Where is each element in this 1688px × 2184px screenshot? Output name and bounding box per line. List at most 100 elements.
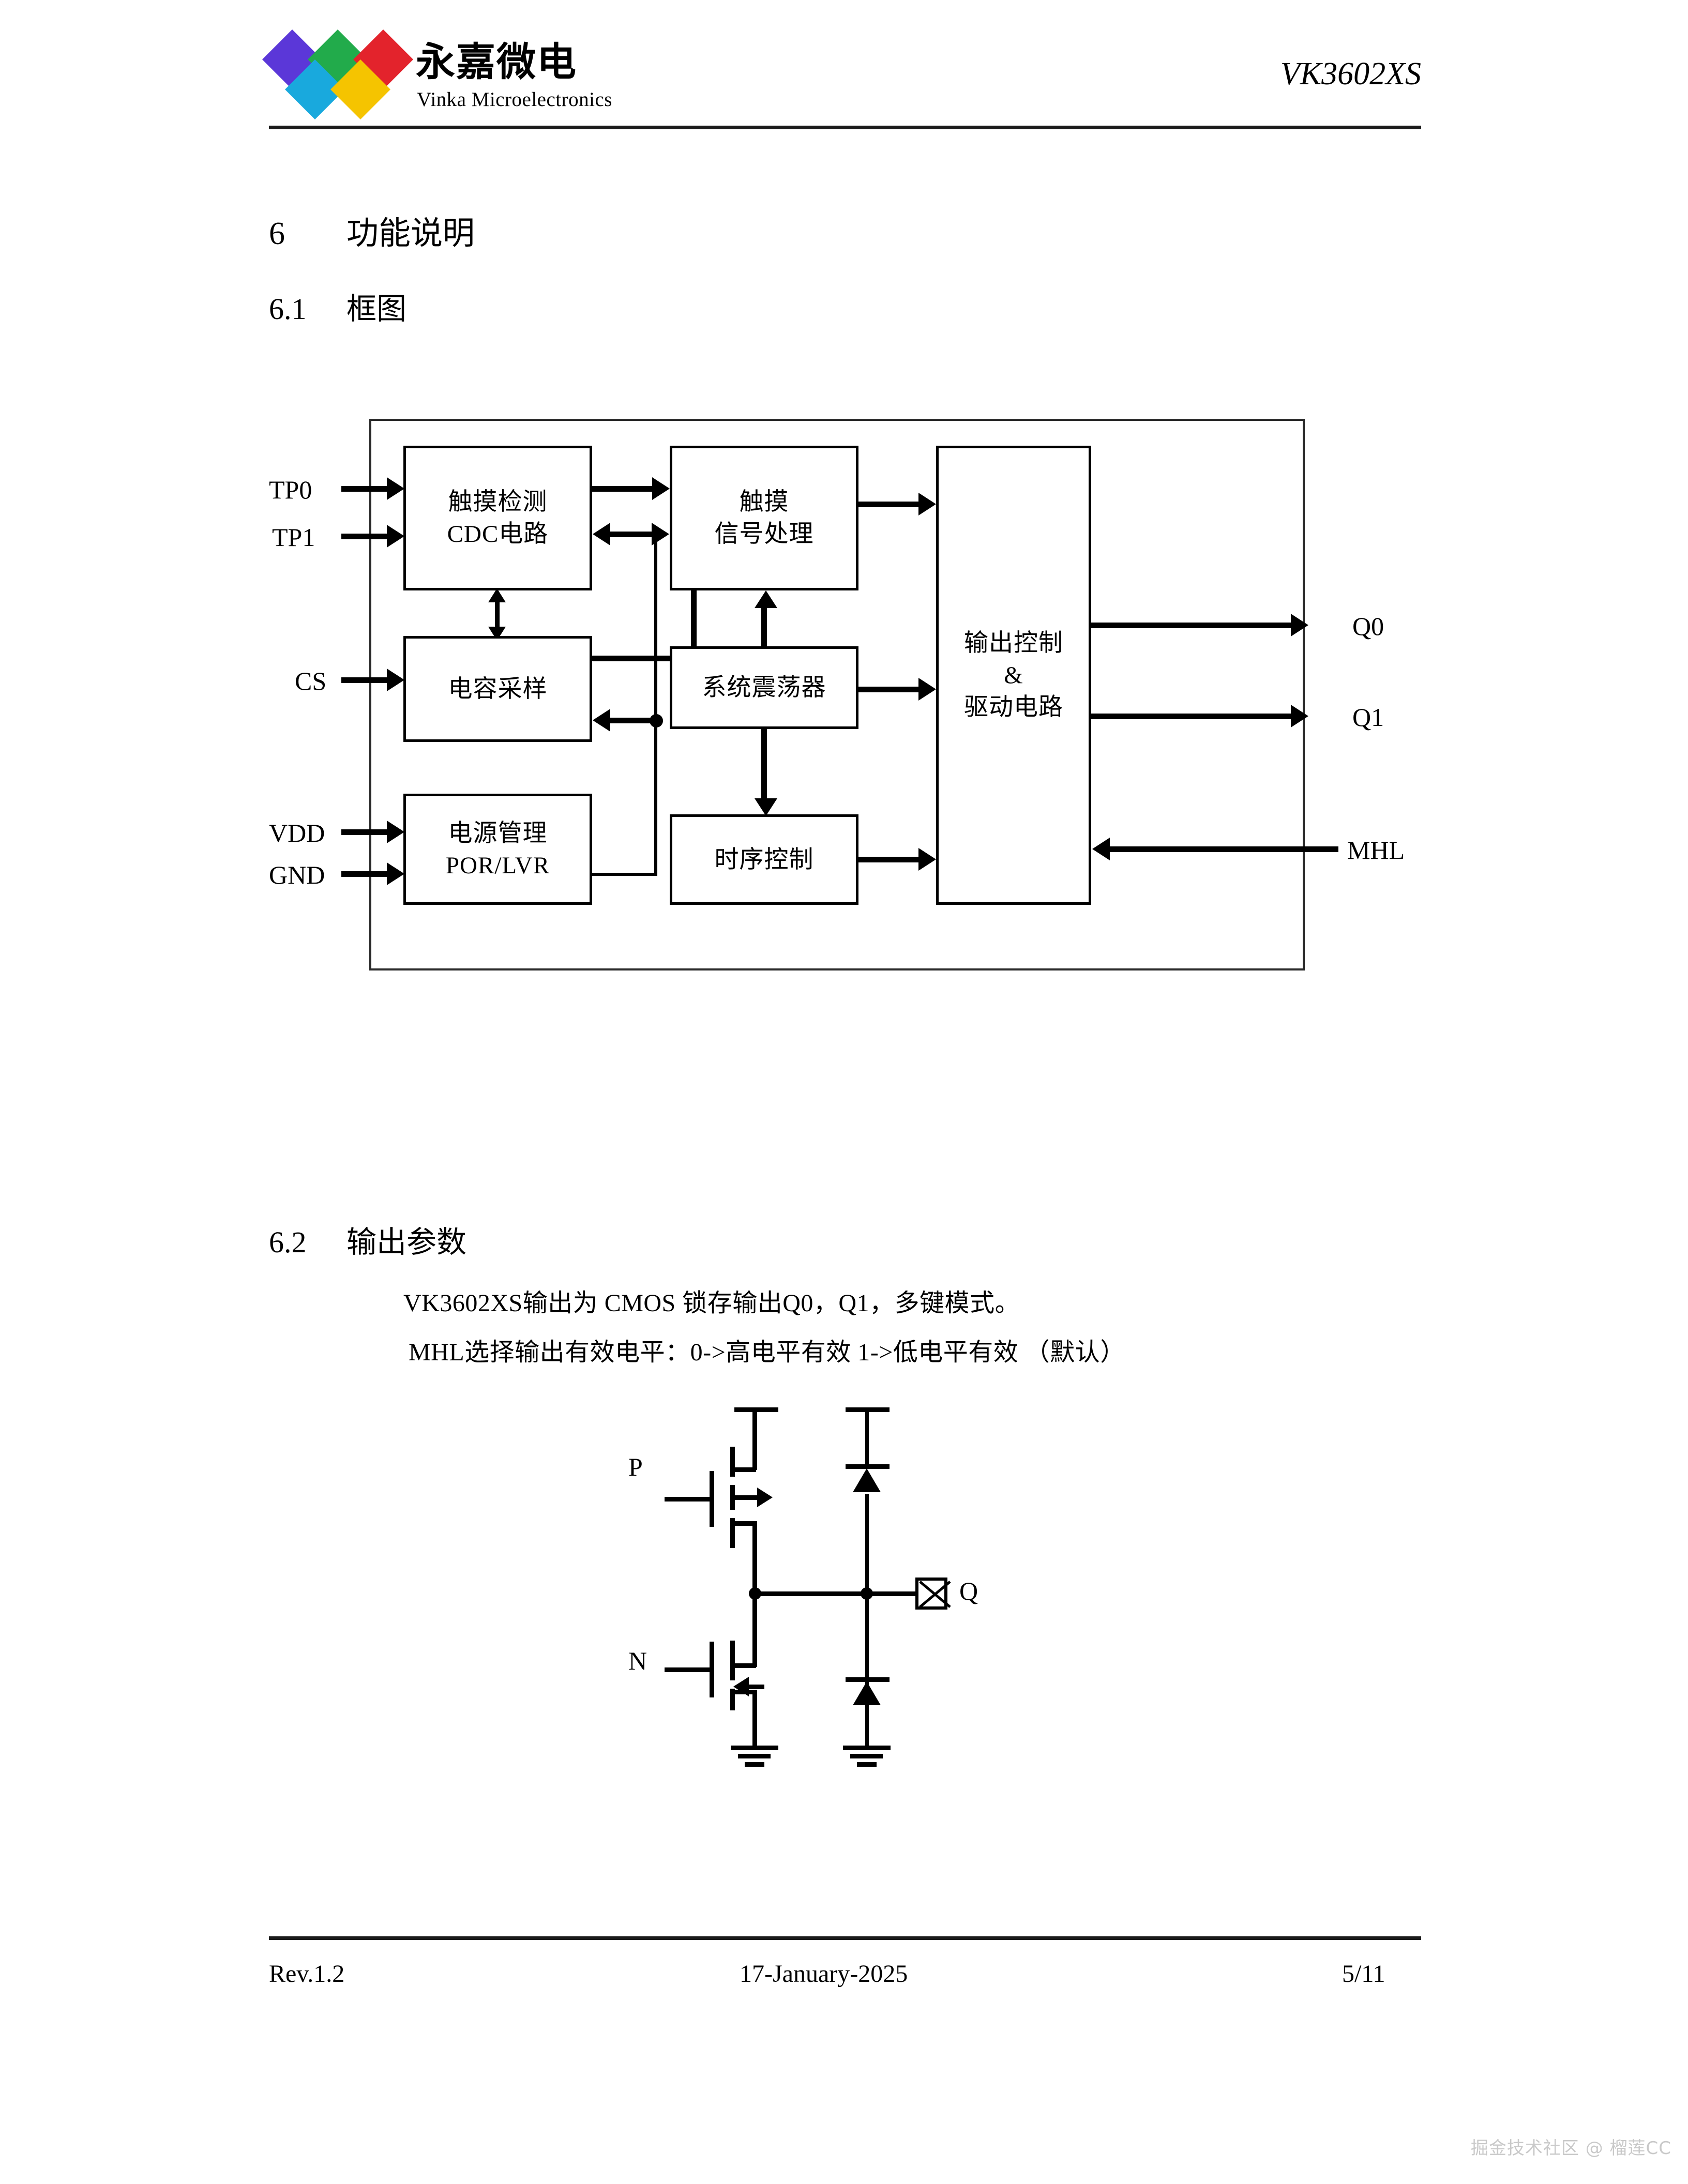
block-power-management-line2: POR/LVR bbox=[445, 852, 550, 879]
pmos-drain-lead bbox=[730, 1521, 756, 1526]
logo-wordmark-english: Vinka Microelectronics bbox=[417, 88, 612, 111]
block-system-oscillator: 系统震荡器 bbox=[670, 646, 858, 729]
pmos-bulk-arrow bbox=[757, 1488, 773, 1507]
arrow-touchsig-to-outctrl bbox=[918, 493, 936, 515]
pmos-drain-droop bbox=[752, 1521, 757, 1594]
footer-date: 17-January-2025 bbox=[740, 1960, 908, 1988]
arrow-mhl-in bbox=[1092, 838, 1110, 860]
esd-diode-lower-triangle bbox=[853, 1681, 881, 1705]
section-6-title: 功能说明 bbox=[346, 216, 475, 251]
wire-mhl bbox=[1109, 846, 1338, 852]
nmos-channel-bar-top bbox=[730, 1641, 735, 1662]
nmos-bulk-arrow bbox=[733, 1677, 749, 1696]
arrow-osc-to-outctrl bbox=[918, 678, 936, 701]
functional-block-diagram: 触摸检测 CDC电路 电容采样 电源管理 POR/LVR 触摸 信号处理 系统震… bbox=[269, 393, 1427, 993]
arrow-tp0-in bbox=[387, 477, 404, 500]
wire-tp1 bbox=[341, 534, 389, 539]
esd-diode-lower-anode-lead bbox=[865, 1591, 869, 1702]
footer-revision: Rev.1.2 bbox=[269, 1960, 345, 1988]
esd-diode-lower-cathode-bar bbox=[846, 1677, 890, 1682]
logo-diamond-mark bbox=[262, 29, 413, 119]
block-timing-control-line1: 时序控制 bbox=[714, 846, 814, 873]
block-capacitance-sampling-line1: 电容采样 bbox=[448, 675, 548, 703]
nmos-drain-riser bbox=[752, 1594, 757, 1667]
nmos-gate-lead bbox=[665, 1667, 710, 1672]
pin-label-tp1: TP1 bbox=[272, 523, 315, 552]
block-system-oscillator-line1: 系统震荡器 bbox=[702, 674, 826, 701]
block-power-management-line1: 电源管理 bbox=[448, 820, 548, 847]
arrow-cdc-to-touchsig bbox=[652, 477, 670, 500]
arrow-capsample-to-touchsig bbox=[652, 523, 669, 545]
wire-gnd bbox=[341, 871, 389, 877]
pmos-bulk-lead bbox=[734, 1495, 759, 1500]
esd-diode-ground-bar-1 bbox=[843, 1746, 891, 1750]
esd-diode-upper-cathode-lead bbox=[865, 1409, 869, 1466]
header-part-number: VK3602XS bbox=[1280, 56, 1421, 92]
pmos-gate-bar bbox=[710, 1471, 714, 1527]
watermark-text: 掘金技术社区 @ 榴莲CC bbox=[1470, 2138, 1671, 2159]
block-touch-signal-processing-line2: 信号处理 bbox=[714, 521, 814, 548]
esd-diode-upper-cathode-bar bbox=[846, 1464, 890, 1469]
wire-capsample-riser bbox=[691, 532, 697, 659]
wire-cs bbox=[341, 677, 389, 683]
wire-q0 bbox=[1091, 623, 1293, 628]
output-pad-label: Q bbox=[959, 1576, 978, 1605]
block-output-control-driver-line2: & bbox=[1004, 662, 1023, 689]
pin-label-gnd: GND bbox=[269, 860, 325, 889]
esd-diode-upper-vdd-rail bbox=[846, 1407, 890, 1412]
pin-label-mhl: MHL bbox=[1347, 836, 1405, 865]
section-6-2-paragraph-2: MHL选择输出有效电平：0->高电平有效 1->低电平有效 （默认） bbox=[409, 1339, 1125, 1366]
header-divider-rule bbox=[269, 126, 1421, 129]
arrow-feedback-into-capsample bbox=[593, 709, 610, 732]
block-touch-signal-processing-line1: 触摸 bbox=[739, 489, 789, 515]
section-6-heading: 6 功能说明 bbox=[269, 207, 475, 253]
wire-capsample-out bbox=[592, 656, 690, 661]
company-logo: 永嘉微电 Vinka Microelectronics bbox=[262, 29, 612, 124]
arrow-feedback-into-cdc bbox=[593, 523, 610, 545]
cmos-output-stage-schematic: P N Q bbox=[584, 1391, 1008, 1767]
block-output-control-driver-line1: 输出控制 bbox=[964, 630, 1063, 657]
pmos-vdd-rail bbox=[734, 1407, 778, 1412]
output-node-rail bbox=[752, 1591, 917, 1596]
nmos-label: N bbox=[628, 1646, 647, 1675]
arrow-cs-in bbox=[387, 669, 404, 691]
chip-boundary-box bbox=[369, 419, 1305, 970]
arrow-gnd-in bbox=[387, 862, 404, 885]
block-capacitance-sampling: 电容采样 bbox=[403, 636, 592, 742]
section-6-1-title: 框图 bbox=[346, 292, 407, 326]
wire-q1 bbox=[1091, 714, 1293, 719]
footer-page-number: 5/11 bbox=[1342, 1960, 1385, 1988]
arrow-vdd-in bbox=[387, 821, 404, 843]
arrow-timing-to-outctrl bbox=[918, 848, 936, 871]
wire-osc-to-timing bbox=[761, 728, 767, 799]
wire-osc-to-outctrl bbox=[858, 687, 920, 692]
pin-label-q1: Q1 bbox=[1352, 703, 1384, 732]
esd-diode-ground-bar-3 bbox=[857, 1762, 877, 1767]
junction-dot-feedback-capsample bbox=[650, 714, 663, 727]
arrow-osc-to-touchsig bbox=[755, 590, 777, 608]
wire-timing-to-outctrl bbox=[858, 857, 920, 862]
esd-diode-lower-gnd-lead bbox=[865, 1702, 869, 1747]
pin-label-q0: Q0 bbox=[1352, 612, 1384, 641]
section-6-2-paragraph-1: VK3602XS输出为 CMOS 锁存输出Q0，Q1，多键模式。 bbox=[403, 1290, 1020, 1317]
nmos-source-droop bbox=[752, 1690, 757, 1746]
pmos-channel-bar-mid bbox=[730, 1485, 735, 1510]
block-touch-detect-cdc: 触摸检测 CDC电路 bbox=[403, 446, 592, 590]
wire-cdc-to-touchsig bbox=[592, 486, 653, 492]
arrow-q1-out bbox=[1291, 705, 1308, 727]
section-6-number: 6 bbox=[269, 216, 285, 251]
nmos-drain-lead bbox=[730, 1663, 756, 1668]
output-pad-box bbox=[915, 1578, 947, 1610]
block-output-control-driver-line3: 驱动电路 bbox=[964, 694, 1063, 721]
pin-label-tp0: TP0 bbox=[269, 475, 312, 504]
pmos-source-lead bbox=[730, 1467, 756, 1472]
esd-diode-ground-bar-2 bbox=[850, 1754, 883, 1758]
esd-diode-upper-anode-lead bbox=[865, 1494, 869, 1594]
arrow-osc-to-timing bbox=[755, 798, 777, 816]
nmos-channel-bar-bot bbox=[730, 1689, 735, 1710]
block-timing-control: 时序控制 bbox=[670, 814, 858, 905]
nmos-ground-bar-1 bbox=[731, 1746, 778, 1750]
pmos-channel-bar-top bbox=[730, 1447, 735, 1477]
block-touch-signal-processing: 触摸 信号处理 bbox=[670, 446, 858, 590]
